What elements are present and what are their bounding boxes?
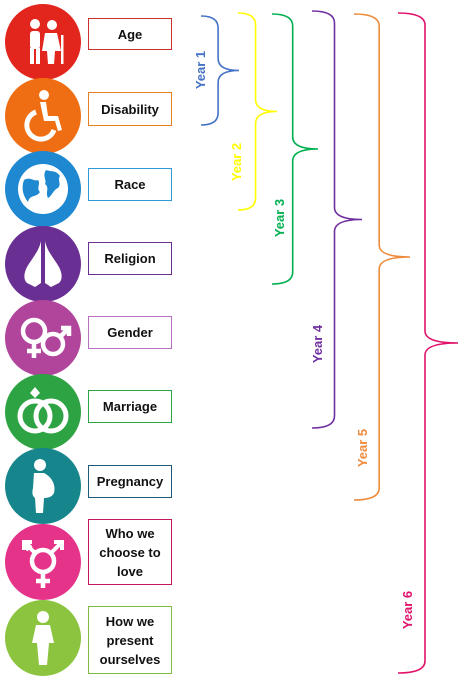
year-label: Year 1 [193, 51, 208, 89]
year-label: Year 3 [272, 199, 287, 237]
gender-symbols-icon [5, 300, 81, 376]
elderly-couple-icon [5, 4, 81, 80]
praying-hands-icon [5, 226, 81, 302]
year-brace [397, 12, 459, 674]
year-brace [353, 13, 411, 501]
year-label: Year 2 [229, 143, 244, 181]
characteristic-label: Religion [88, 242, 172, 275]
characteristic-label: How we present ourselves [88, 606, 172, 674]
year-label: Year 5 [355, 429, 370, 467]
year-brace [311, 10, 363, 429]
pregnant-woman-icon [5, 448, 81, 524]
globe-icon [5, 151, 81, 227]
transgender-symbol-icon [5, 524, 81, 600]
wedding-rings-icon [5, 374, 81, 450]
year-brace [200, 15, 240, 126]
person-icon [5, 600, 81, 676]
characteristic-label: Disability [88, 92, 172, 126]
characteristic-label: Marriage [88, 390, 172, 423]
year-label: Year 4 [310, 324, 325, 363]
characteristic-label: Race [88, 168, 172, 201]
characteristic-label: Age [88, 18, 172, 50]
year-brace [271, 13, 319, 285]
characteristic-label: Pregnancy [88, 465, 172, 498]
characteristic-label: Gender [88, 316, 172, 349]
year-label: Year 6 [400, 591, 415, 629]
characteristic-label: Who we choose to love [88, 519, 172, 585]
wheelchair-icon [5, 78, 81, 154]
year-brace [237, 12, 278, 211]
